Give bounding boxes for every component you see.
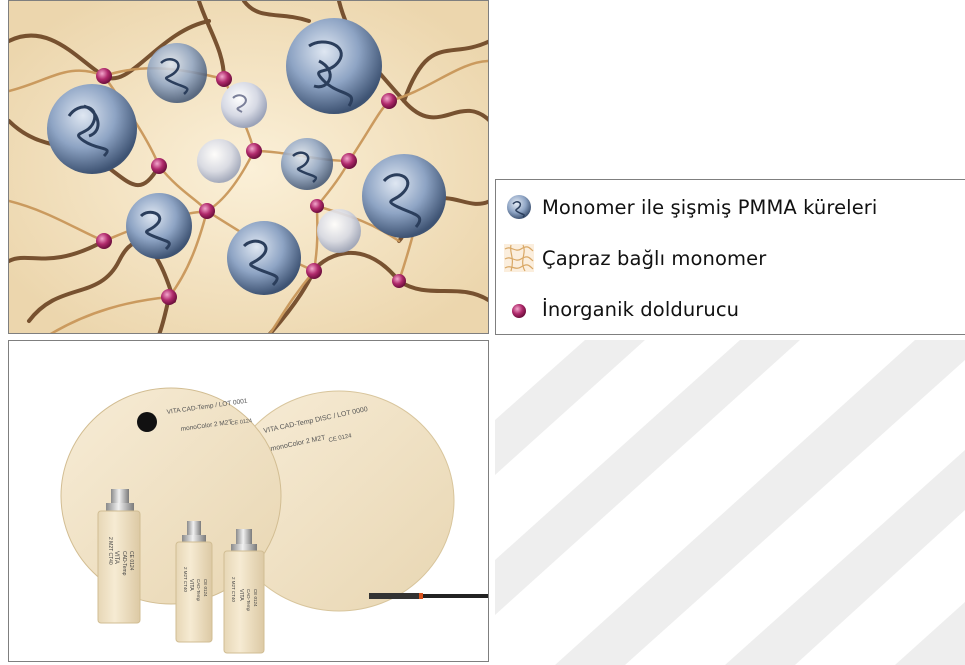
product-graphic: VITA CAD-Temp DISC / LOT 0000 monoColor … [9, 341, 489, 662]
pmma-sphere [317, 209, 361, 253]
legend-label: İnorganik doldurucu [542, 298, 739, 321]
filler-particle [310, 199, 324, 213]
filler-particle [216, 71, 232, 87]
product-photo: VITA CAD-Temp DISC / LOT 0000 monoColor … [8, 340, 489, 662]
filler-particle [306, 263, 322, 279]
disc-mark [137, 412, 157, 432]
filler-particle [161, 289, 177, 305]
watermark-stripes [495, 340, 965, 665]
legend-item-crosslinked: Çapraz bağlı monomer [496, 241, 766, 275]
legend-label: Çapraz bağlı monomer [542, 247, 766, 270]
block-text: CAD-Temp [246, 589, 251, 612]
pmma-sphere [197, 139, 241, 183]
pmma-sphere-icon [496, 190, 542, 224]
block-text: CAD-Temp [196, 579, 201, 602]
legend-label: Monomer ile şişmiş PMMA küreleri [542, 196, 877, 219]
block-text: 2 M2T CT40 [107, 537, 113, 565]
filler-particle [96, 68, 112, 84]
block-text: CE 0124 [128, 551, 134, 571]
pmma-sphere [362, 154, 446, 238]
pmma-network-illustration [8, 0, 489, 334]
legend-item-filler: İnorganik doldurucu [496, 292, 739, 326]
filler-particle [151, 158, 167, 174]
filler-particle [381, 93, 397, 109]
pmma-sphere [227, 221, 301, 295]
filler-particle [199, 203, 215, 219]
filler-particle-icon [496, 292, 542, 326]
crosslinked-network-icon [496, 241, 542, 275]
legend: Monomer ile şişmiş PMMA küreleri Çapraz … [495, 179, 965, 335]
network-graphic [9, 1, 489, 334]
pmma-sphere [47, 84, 137, 174]
legend-item-pmma: Monomer ile şişmiş PMMA küreleri [496, 190, 877, 224]
pmma-sphere [221, 82, 267, 128]
filler-particle [96, 233, 112, 249]
pmma-sphere [147, 43, 207, 103]
pmma-sphere [126, 193, 192, 259]
filler-particle [341, 153, 357, 169]
block-text: CE 0124 [203, 579, 208, 597]
block-text: CAD-Temp [121, 551, 127, 576]
pmma-sphere [281, 138, 333, 190]
block-text: 2 M2T CT40 [183, 567, 188, 592]
filler-particle [246, 143, 262, 159]
block-text: VITA [238, 589, 244, 601]
pmma-sphere [286, 18, 382, 114]
block-text: 2 M2T CT40 [231, 577, 236, 602]
block-text: CE 0124 [253, 589, 258, 607]
filler-particle [392, 274, 406, 288]
